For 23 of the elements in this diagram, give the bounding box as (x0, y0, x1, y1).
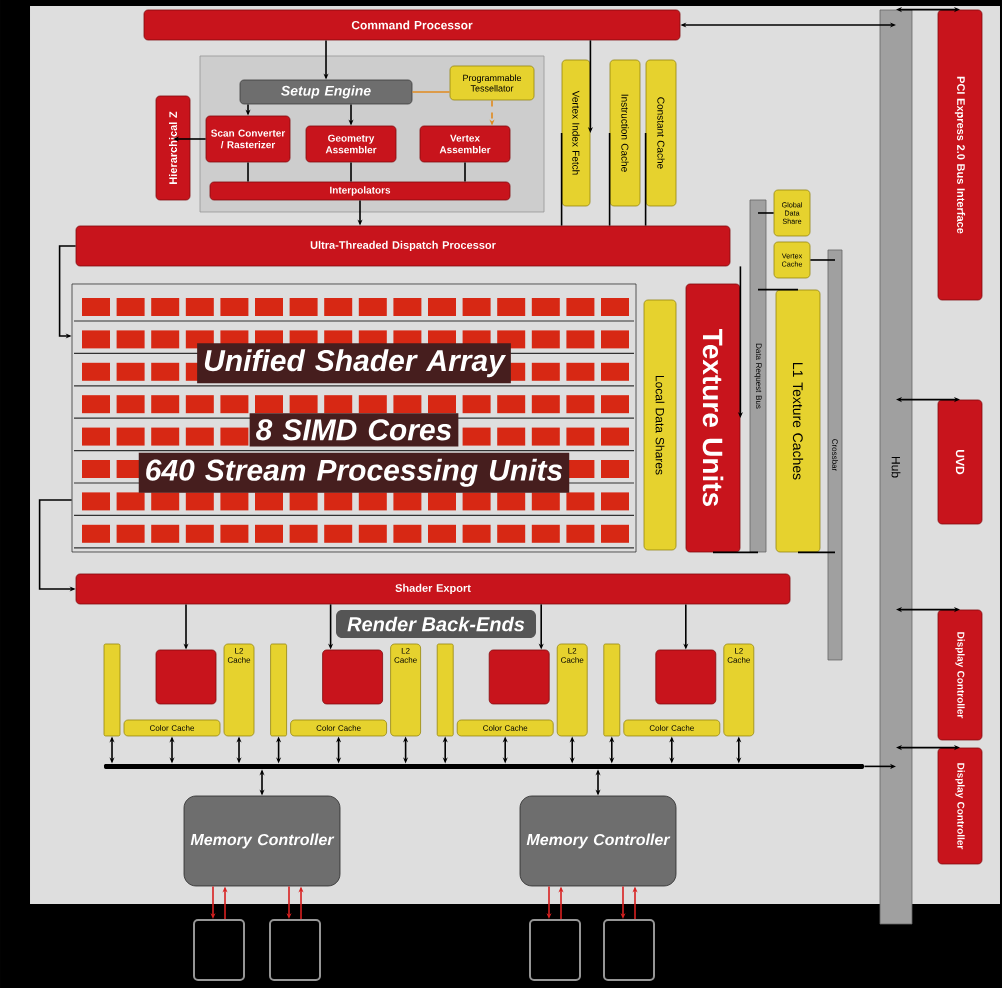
banner-label: Render Back-Ends (336, 610, 536, 638)
cache-block (270, 643, 287, 737)
render-back-end-box (155, 649, 217, 705)
unit-block: Texture Units (685, 283, 741, 553)
connector-arrow (896, 397, 960, 403)
shader-array: Unified Shader Array 8 SIMD Cores 640 Stream Processing Units (71, 283, 637, 553)
connector-arrow (896, 7, 960, 13)
cache-block (603, 643, 621, 737)
connector-arrow (896, 745, 960, 751)
render-back-end-box (655, 649, 717, 705)
memory-bus (104, 763, 864, 769)
render-back-end-box (488, 649, 550, 705)
memory-controller-box: Memory Controller (519, 795, 677, 887)
render-back-end-box (322, 649, 383, 705)
connector-arrow (863, 763, 896, 769)
memory-controller-box: Memory Controller (183, 795, 341, 887)
connector-arrow (896, 607, 960, 613)
memory-chip (529, 919, 581, 981)
memory-chip (269, 919, 321, 981)
cache-block (436, 643, 454, 737)
memory-chip (193, 919, 245, 981)
cache-block (103, 643, 121, 737)
memory-chip (603, 919, 655, 981)
